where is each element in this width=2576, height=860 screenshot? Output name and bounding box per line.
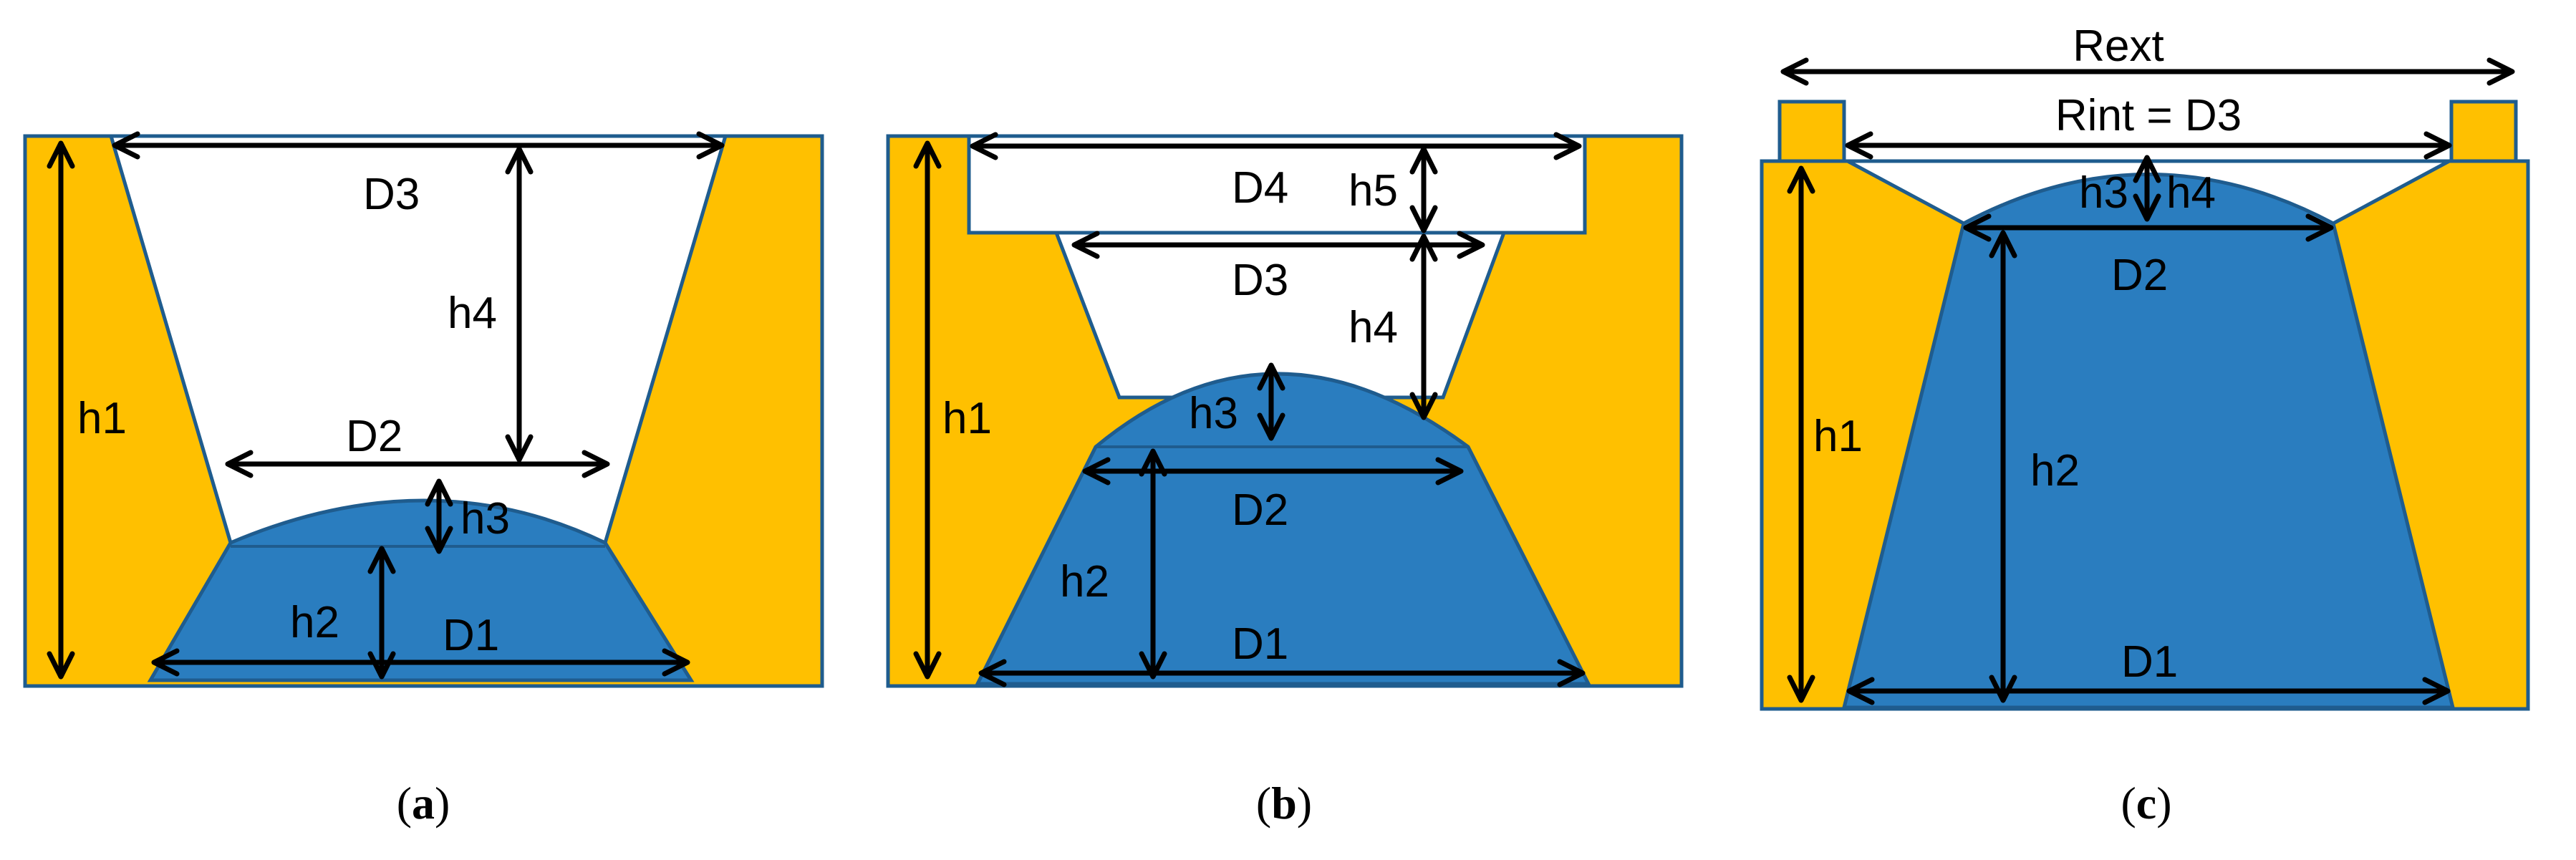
label-h1: h1 [77,394,127,443]
label-h2: h2 [290,598,339,647]
label-h1: h1 [942,394,992,443]
label-d2: D2 [1232,485,1288,535]
label-h3: h3 [2079,168,2128,218]
label-d1: D1 [2121,637,2178,687]
panel-b: h1 D4 h5 D3 h4 h3 D2 h2 D1 (b) [886,132,1684,828]
label-d2: D2 [2111,251,2168,300]
caption-c: (c) [2121,778,2171,828]
caption-a: (a) [397,778,450,828]
label-d3: D3 [1232,256,1288,305]
label-d1: D1 [443,611,499,660]
label-rext: Rext [2073,21,2163,71]
left-post [1777,100,1846,163]
label-h4: h4 [1349,303,1398,352]
label-d1: D1 [1232,619,1288,669]
label-h3: h3 [1189,389,1238,438]
panel-a: h1 D3 h4 D2 h3 h2 D1 (a) [23,131,824,828]
filled-region [974,372,1592,686]
label-h4: h4 [448,289,497,338]
label-d2: D2 [346,412,402,461]
label-h1: h1 [1813,412,1863,461]
panel-c: Rext Rint = D3 h3 h4 D2 h1 h2 D1 (c) [1760,21,2530,828]
label-h2: h2 [1060,557,1109,607]
right-post [2449,100,2518,163]
label-d4: D4 [1232,163,1288,213]
caption-b: (b) [1256,778,1312,828]
label-h3: h3 [460,494,510,543]
label-h2: h2 [2030,446,2080,496]
label-rint: Rint = D3 [2055,91,2242,140]
label-h4: h4 [2166,168,2216,218]
label-d3: D3 [363,170,420,219]
label-h5: h5 [1349,166,1398,216]
